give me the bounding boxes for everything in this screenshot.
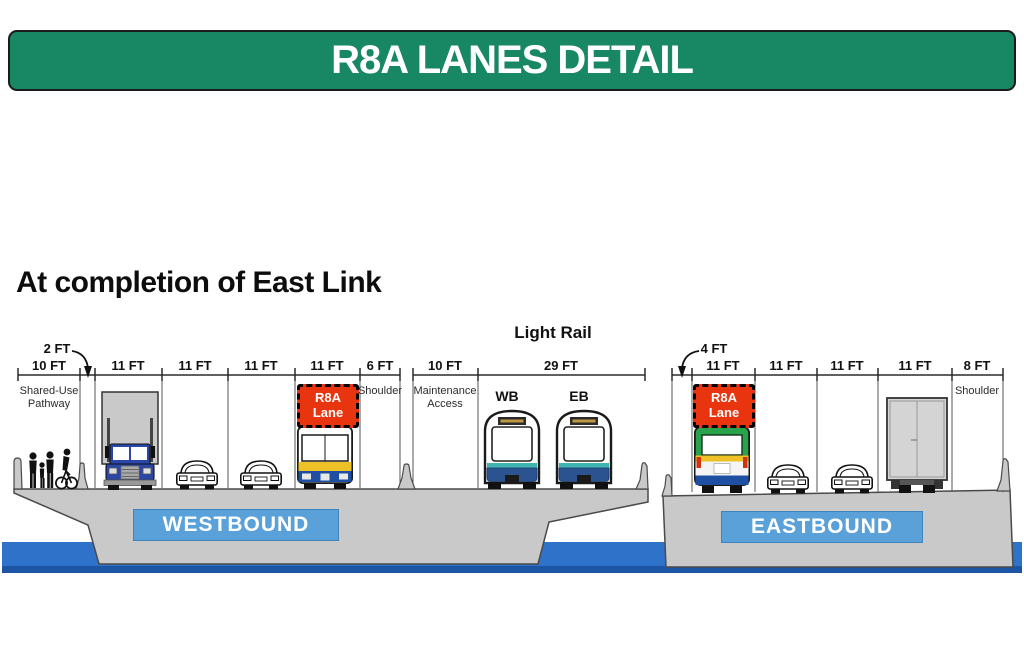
light-rail-wb-icon — [483, 409, 541, 491]
parapet — [635, 462, 649, 490]
dim-label-eb-lane3: 11 FT — [830, 358, 864, 373]
r8a-lane-badge-westbound: R8A Lane — [297, 384, 359, 428]
dim-label-eb-4ft: 4 FT — [700, 341, 728, 356]
transit-bus-icon — [296, 425, 354, 489]
cyclist-icon — [55, 448, 78, 490]
r8a-lane-badge-eastbound: R8A Lane — [693, 384, 755, 428]
light-rail-label: Light Rail — [514, 323, 592, 342]
eastbound-banner: EASTBOUND — [721, 511, 923, 543]
green-bus-icon — [693, 425, 751, 493]
dim-label-eb-shoulder: 8 FT — [963, 358, 991, 373]
header-banner: R8A LANES DETAIL — [8, 30, 1016, 91]
page-title: R8A LANES DETAIL — [331, 38, 694, 82]
pedestrians-icon — [29, 448, 78, 490]
parapet — [13, 457, 23, 490]
lane-label-eb-shoulder: Shoulder — [954, 385, 1000, 397]
dim-label-eb-lane4: 11 FT — [898, 358, 932, 373]
dim-label-eb-lane2: 11 FT — [769, 358, 803, 373]
westbound-banner: WESTBOUND — [133, 509, 339, 541]
lane-label-wb-shoulder: Shoulder — [357, 385, 403, 397]
dim-label-lightrail: 29 FT — [544, 358, 578, 373]
car-icon — [176, 460, 218, 491]
dim-label-wb-2ft: 2 FT — [43, 341, 71, 356]
car-icon — [766, 464, 810, 495]
dim-label-wb-shoulder: 6 FT — [366, 358, 394, 373]
jersey-barrier — [397, 463, 416, 490]
track-label-eb: EB — [569, 388, 589, 404]
semi-truck-icon — [101, 391, 159, 490]
box-truck-icon — [886, 397, 948, 493]
dim-label-wb-lane3: 11 FT — [244, 358, 278, 373]
car-icon — [830, 464, 874, 495]
measurement-lines — [17, 368, 1004, 381]
car-icon — [240, 460, 283, 491]
parapet — [996, 458, 1011, 492]
dim-label-maintenance: 10 FT — [428, 358, 462, 373]
dim-label-wb-lane2: 11 FT — [178, 358, 212, 373]
dim-label-wb-r8a: 11 FT — [310, 358, 344, 373]
dimension-arrow-2ft — [71, 350, 92, 378]
parapets-and-barriers — [13, 457, 1011, 497]
lane-label-pathway: Shared-Use Pathway — [19, 385, 79, 411]
dimension-arrow-4ft — [678, 350, 700, 378]
parapet — [661, 474, 673, 497]
dim-label-wb-pathway: 10 FT — [32, 358, 66, 373]
jersey-barrier — [75, 462, 89, 490]
dim-label-eb-r8a: 11 FT — [706, 358, 740, 373]
section-title: At completion of East Link — [16, 266, 382, 299]
light-rail-eb-icon — [555, 409, 613, 491]
dim-label-wb-lane1: 11 FT — [111, 358, 145, 373]
lane-label-maintenance: Maintenance Access — [413, 385, 477, 411]
track-label-wb: WB — [495, 388, 519, 404]
